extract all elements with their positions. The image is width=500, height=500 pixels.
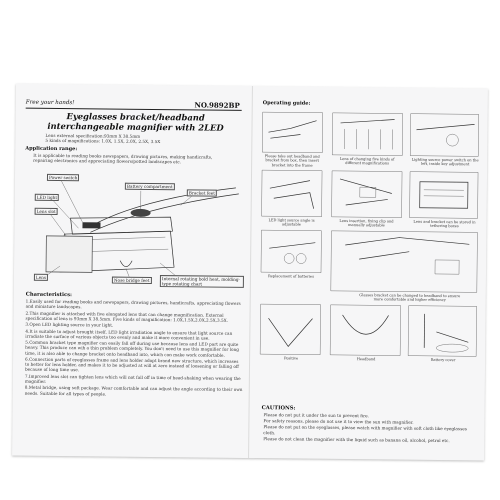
label-nose-bridge: Nose bridge feet — [111, 276, 152, 284]
characteristic-item: 7.Improved lens slot can tighten lens wh… — [24, 373, 241, 384]
characteristic-item: 5.Common bracket type magnifier can easi… — [25, 339, 239, 358]
label-lens-slot: Lens slot — [34, 207, 58, 215]
cautions-list: Please do not put it under the sun to pr… — [263, 412, 478, 444]
caption-5: Lens insertion, fixing clip and manually… — [339, 218, 394, 228]
label-battery-compartment: Battery compartment — [124, 182, 175, 191]
label-battery-cover: Battery cover — [430, 357, 456, 363]
caution-item: Please do not clean the magnifier with t… — [263, 435, 450, 443]
caption-7: Replacement of batteries — [267, 274, 314, 279]
characteristic-item: 6.Connection parts of eyeglasses frame a… — [24, 356, 239, 373]
label-internal-rotating: Internal rotating bold heat, molding-typ… — [159, 275, 244, 288]
instruction-sheet: Free your hands! NO.9892BP Eyeglasses br… — [12, 83, 489, 461]
cautions-heading: CAUTIONS: — [261, 405, 296, 412]
tagline: Free your hands! — [25, 99, 75, 107]
characteristics-list: 1.Easily used for reading books and news… — [25, 299, 244, 399]
spec-line-2: 5 kinds of magnifications: 1.0X, 1.5X, 2… — [45, 138, 161, 145]
right-page: Operating guide: — [248, 86, 489, 461]
label-power-switch: Power switch — [46, 173, 80, 182]
operating-guide-heading: Operating guide: — [262, 100, 311, 107]
caption-3: Lighting source power switch on the left… — [411, 157, 479, 167]
application-heading: Application range: — [25, 145, 78, 153]
label-headband: Headband — [356, 357, 376, 362]
glasses-illustration — [45, 179, 239, 280]
caption-1: Please take out headband and bracket fro… — [264, 154, 320, 168]
product-title: Eyeglasses bracket/headband interchangea… — [29, 111, 241, 133]
label-bracket-feet: Bracket feet — [186, 189, 218, 197]
characteristic-item: 1.Easily used for reading books and news… — [25, 298, 241, 310]
left-page: Free your hands! NO.9892BP Eyeglasses br… — [12, 84, 252, 458]
caption-6: Lens and bracket can be stored in tether… — [413, 219, 476, 229]
caption-4: LED light source angle is adjustable — [268, 218, 315, 227]
label-positive: Positive — [283, 356, 299, 361]
caption-2: Lens of changing five kinds of different… — [339, 156, 395, 166]
product-diagram: Power switch LED light Lens slot Lens Ba… — [20, 168, 247, 290]
label-led-light: LED light — [34, 193, 60, 201]
characteristic-item: 8.Metal bridge, using soft package. Wear… — [24, 385, 243, 397]
spec-block: Lens external specification:93mm X 38.5m… — [45, 133, 235, 145]
operating-guide-illustrations: Please take out headband and bracket fro… — [258, 108, 483, 410]
title-line-2: interchangeable magnifier with 2LED — [47, 120, 224, 133]
model-number: NO.9892BP — [194, 100, 240, 110]
guide-drawings — [259, 111, 479, 357]
characteristic-item: 4.It is suitable to adjust brought itsel… — [25, 328, 233, 341]
characteristics-heading: Characteristics: — [25, 291, 72, 299]
label-lens: Lens — [33, 273, 49, 281]
application-text: It is applicable to reading books newspa… — [33, 152, 213, 165]
caption-8: Glasses bracket can be changed to headba… — [359, 293, 461, 303]
characteristic-item: 2.This magnifier is attached with five e… — [25, 310, 229, 323]
